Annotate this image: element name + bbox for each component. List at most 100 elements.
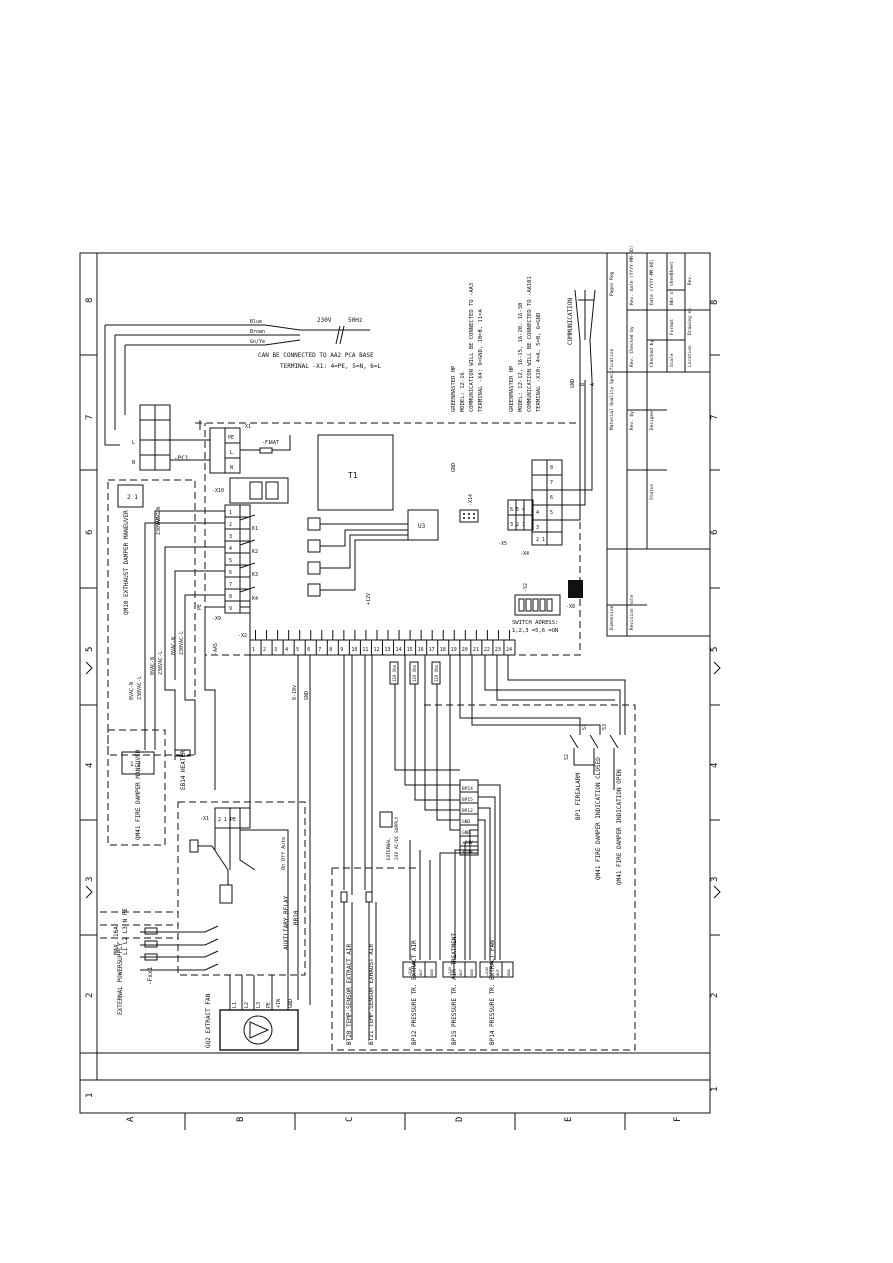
bp1-label: BP1 FIREALARM	[575, 773, 582, 820]
zone-number: 6	[85, 530, 95, 535]
vac-l-label: 230VAC-L	[156, 511, 162, 535]
sensor-pin: OUT	[495, 968, 500, 976]
svg-text:L: L	[230, 450, 233, 456]
supply-frequency: 50Hz	[348, 317, 363, 324]
gnd-label: GND	[451, 463, 457, 472]
sensor-pin: OUT	[458, 968, 463, 976]
note-line: GREENMASTER HP	[451, 365, 457, 412]
x10-label: -X10	[212, 488, 224, 494]
x9-terminal: 9	[229, 606, 232, 612]
f1-rating: 4AT	[270, 440, 279, 446]
x2-terminal-number: 17	[429, 647, 435, 653]
x2-terminal-number: 12	[373, 647, 379, 653]
zone-letter: A	[126, 1116, 136, 1122]
resistor-120ohm: 120 Ohm	[392, 665, 397, 682]
note-line: GREENMASTER HP	[509, 365, 515, 412]
svg-text:2 1: 2 1	[536, 537, 545, 543]
title-block-field: Checked by	[649, 340, 655, 367]
wire-color-blue: Blue	[250, 319, 262, 325]
sensor-pin: +24V	[484, 966, 489, 976]
note-line: TERMINAL -X10: 4=A, 5=B, 6=GND	[536, 313, 542, 412]
title-block-field: Designer	[649, 408, 655, 430]
terminal-x1-top: PE L N -X1 -F1 4AT	[170, 420, 291, 474]
x2-terminal-number: 1	[252, 647, 255, 653]
zone-number: 6	[710, 530, 720, 535]
svg-text:L3: L3	[256, 1002, 262, 1008]
x2-terminal-number: 10	[351, 647, 357, 653]
sensor-pin: +24V	[447, 966, 452, 976]
aa5-label: -AA5	[213, 643, 219, 655]
terminal-x9: 1 2 3 4 5 6 7 8 9 -X9	[212, 504, 251, 622]
x8-label: -X8	[566, 604, 575, 610]
external-power-label: EXTERNAL POWERSUPPLY	[117, 942, 124, 1015]
resistor-120ohm: 120 Ohm	[412, 665, 417, 682]
x9-terminal: 6	[229, 570, 232, 576]
svg-text:7: 7	[550, 480, 553, 486]
communication-label: COMMUNICATION	[567, 298, 574, 345]
communication-cable: COMMUNICATION GND B A	[560, 289, 596, 521]
input-terminal: BP14	[462, 786, 473, 792]
x2-terminal-number: 13	[385, 647, 391, 653]
module-u3	[407, 509, 439, 541]
transformer-t1	[317, 434, 394, 511]
max16a-label: MAX. 16A	[113, 926, 120, 955]
svg-text:2 1 PE: 2 1 PE	[218, 817, 236, 823]
x2-terminal-number: 6	[307, 647, 310, 653]
note-line: COMMUNICATION WILL BE CONNECTED TO -AA3	[469, 283, 475, 412]
qm41-closed-label: QM41 FIRE DAMPER INDICATION CLOSED	[595, 757, 602, 880]
svg-text:8: 8	[550, 465, 553, 471]
qm10-label: QM10 EXTHAUST DAMPER MANEUVER	[123, 510, 130, 615]
onoff-switch: On Off Auto	[281, 837, 287, 870]
rr10-label: RR10	[293, 910, 300, 925]
x2-terminal-number: 5	[296, 647, 299, 653]
t1-label: T1	[348, 471, 358, 480]
sensor-pin: +24V	[407, 966, 412, 976]
zone-arrow-marks	[85, 661, 721, 899]
input-terminal: BP12	[462, 808, 473, 814]
fan-signal-wiring: 0-10v GND	[292, 655, 311, 1005]
title-block-field: Sheet	[669, 261, 675, 275]
x2-terminal-number: 20	[462, 647, 468, 653]
svg-text:6 5 4: 6 5 4	[510, 507, 525, 513]
input-terminal: +24V	[462, 840, 473, 846]
aux-relay-label: AUXILIARY RELAY	[283, 895, 290, 950]
x2-terminal-number: 19	[451, 647, 457, 653]
pe-label: PE	[197, 604, 203, 610]
x2-terminal-number: 2	[263, 647, 266, 653]
note-line: COMMUNICATION WILL BE CONNECTED TO -AA10…	[527, 276, 533, 412]
svg-text:L2: L2	[244, 1002, 250, 1008]
zone-numbers-right: 1 2 3 4 5 6 7 8	[710, 300, 720, 1092]
extract-fan-gq2: GQ2 EXTRACT FAN L1 L2 L3 PE +IN GND	[205, 829, 299, 1051]
x2-terminal-number: 8	[329, 647, 332, 653]
x2-label: -X2	[238, 633, 247, 639]
zone-letter: E	[564, 1117, 574, 1122]
zone-letter: C	[345, 1117, 355, 1122]
x2-terminal-number: 3	[274, 647, 277, 653]
input-terminal: +24V	[462, 849, 473, 855]
zone-letter: B	[236, 1117, 246, 1122]
zone-number: 3	[85, 877, 95, 882]
zone-number: 1	[85, 1093, 95, 1098]
x2-terminal-number: 15	[407, 647, 413, 653]
dip-switch-s2: -S2 -X8 SWITCH ADRESS: 1,2,3 =5,6 =ON	[512, 580, 583, 634]
title-block-field: Pages Reg	[609, 271, 615, 296]
signal-010v: 0-10v	[292, 685, 298, 700]
qm41-fire-damper: 1 2 QM41 FIRE DAMPER MANEUVER	[107, 729, 166, 846]
vac-l-label: 230VAC-L	[179, 631, 185, 655]
title-block-field: Scale	[669, 353, 675, 367]
zone-letter: F	[673, 1117, 683, 1122]
u3-label: U3	[418, 523, 426, 530]
svg-text:L: L	[132, 440, 135, 446]
zone-number: 7	[85, 415, 95, 420]
comm-wire-a: A	[590, 383, 596, 386]
svg-text:3: 3	[536, 525, 539, 531]
bp14-label: BP14 PRESSURE TR. EXTRACT FAN	[489, 940, 496, 1045]
note-line: TERMINAL -X4: 9=GND, 10=B, 11=A	[478, 309, 484, 412]
pca-note-1: CAN BE CONNECTED TO AA2 PCA BASE	[258, 352, 374, 359]
bt20-label: BT20 TEMP.SENSOR EXTRACT AIR	[346, 943, 353, 1045]
x2-terminal-number: 24	[506, 647, 512, 653]
plus12v: +12V	[366, 593, 372, 605]
x1-top-label: -X1	[242, 424, 251, 430]
x2-terminal-number: 18	[440, 647, 446, 653]
svg-text:+IN: +IN	[276, 999, 282, 1008]
